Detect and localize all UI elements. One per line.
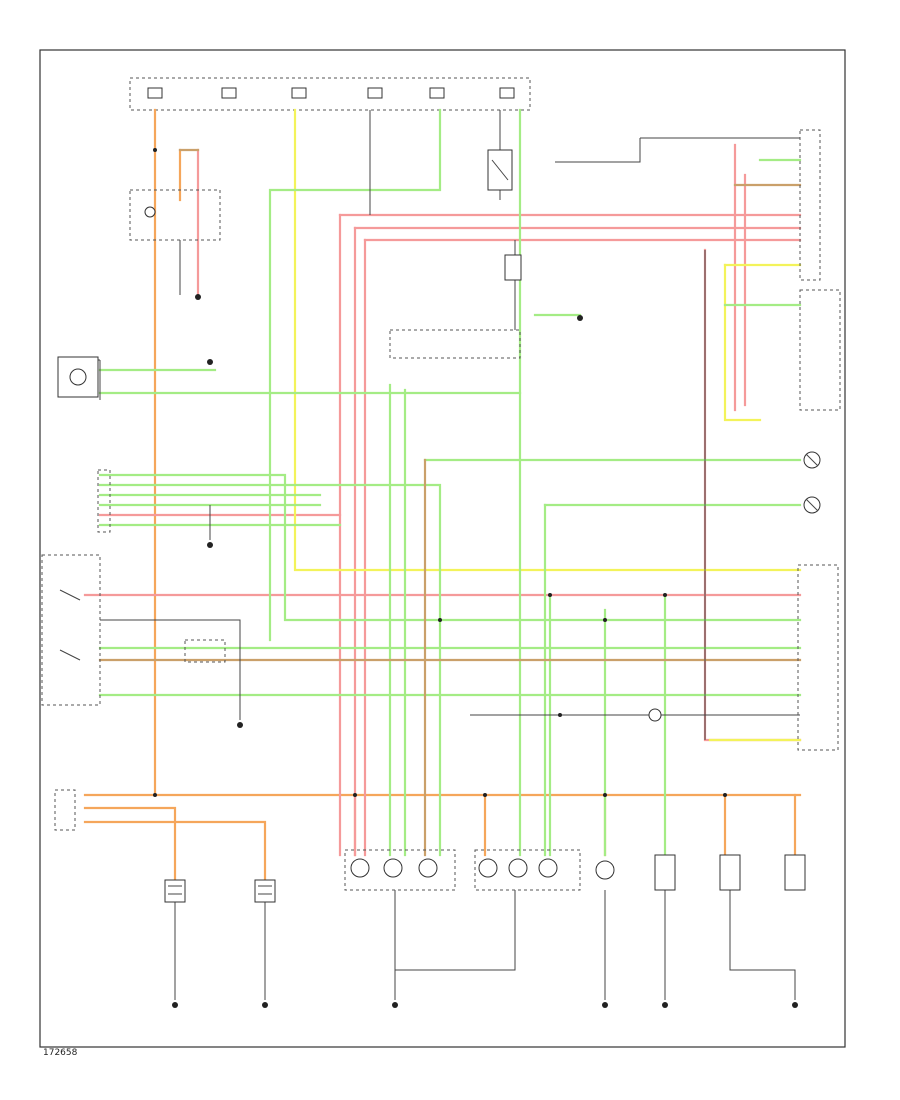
license-plate-lamp-icon [784,854,806,891]
right-side-marker-lamp-icon [654,854,676,891]
left-turn-indicator-icon [803,451,821,469]
hazard-switch-icon [389,254,522,359]
diagram-border [39,49,846,1048]
right-front-turn-lamp-icon [254,879,276,903]
brake-switch-icon [487,149,513,191]
light-switch-icon [41,554,101,706]
left-rear-combination-lamp-icon [344,849,456,891]
left-side-marker-lamp-icon [595,860,615,880]
splice-points [153,148,727,797]
left-front-turn-lamp-icon [164,879,186,903]
red-wires [83,143,802,857]
figure-code: 172658 [43,1048,78,1058]
right-turn-indicator-icon [803,496,821,514]
center-high-mount-stop-lamp-icon [719,854,741,891]
right-rear-combination-lamp-icon [474,849,581,891]
body-control-module-connector [799,129,841,411]
brown-wires [98,148,802,857]
fuse-holder-left [54,789,76,831]
yellow-wires [293,108,802,742]
combination-switch-block [129,189,221,241]
ground-symbols [172,294,798,1008]
flasher-unit-icon [57,356,99,398]
combination-meter-icon [797,564,839,751]
green-wires [98,108,802,857]
black-wires [60,110,800,1000]
meter-diode-icon [648,708,662,722]
trailer-connector-icon [97,469,111,533]
turn-signal-switch-icon [184,639,226,663]
fuse-block [129,77,531,111]
